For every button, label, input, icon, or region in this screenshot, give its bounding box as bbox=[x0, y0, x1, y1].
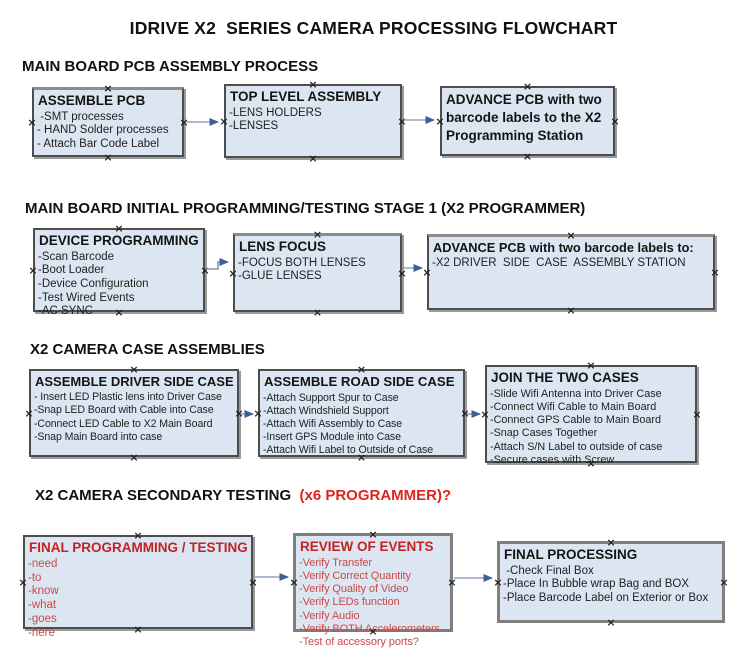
box-item: -Snap LED Board with Cable into Case bbox=[34, 404, 214, 417]
box-item-list: -Verify Transfer-Verify Correct Quantity… bbox=[296, 556, 450, 649]
box-item: -Verify Transfer bbox=[299, 556, 372, 569]
box-header: ADVANCE PCB with two barcode labels to: bbox=[433, 240, 694, 255]
connection-point-marker: × bbox=[308, 151, 318, 165]
box-item-list: -Slide Wifi Antenna into Driver Case-Con… bbox=[487, 387, 695, 467]
box-item: -Place In Bubble wrap Bag and BOX bbox=[503, 578, 690, 591]
page-title: IDRIVE X2 SERIES CAMERA PROCESSING FLOWC… bbox=[129, 18, 618, 38]
box-item: -X2 DRIVER SIDE CASE ASSEMBLY STATION bbox=[432, 256, 686, 269]
connection-point-marker: × bbox=[103, 150, 113, 164]
box-assemble-pcb: ASSEMBLE PCB -SMT processes- HAND Solder… bbox=[27, 82, 188, 164]
box-item: -Verify BOTH Accelerometers bbox=[299, 622, 440, 635]
box-header: FINAL PROCESSING bbox=[504, 547, 638, 562]
flow-arrow bbox=[206, 258, 229, 270]
box-item-list: -X2 DRIVER SIDE CASE ASSEMBLY STATION bbox=[429, 256, 713, 271]
box-item: -Connect LED Cable to X2 Main Board bbox=[34, 417, 213, 430]
box-item: -need bbox=[28, 557, 58, 570]
section-heading-secondary-testing-red: (x6 PROGRAMMER)? bbox=[299, 487, 452, 504]
box-item: -Attach S/N Label to outside of case bbox=[490, 440, 663, 453]
section-heading-secondary-testing-black: X2 CAMERA SECONDARY TESTING bbox=[35, 487, 300, 504]
box-item: -Attach Wifi Label to Outside of Case bbox=[263, 444, 434, 456]
box-item: -Verify Correct Quantity bbox=[299, 570, 411, 583]
box-item: -Connect GPS Cable to Main Board bbox=[490, 414, 662, 427]
box-item: -know bbox=[28, 585, 59, 598]
box-item: -LENS HOLDERS bbox=[229, 106, 322, 119]
box-assemble-driver-side-case: ASSEMBLE DRIVER SIDE CASE - Insert LED P… bbox=[24, 363, 243, 464]
box-lens-focus: LENS FOCUS -FOCUS BOTH LENSES-GLUE LENSE… bbox=[228, 228, 406, 319]
box-item: -here bbox=[28, 626, 55, 639]
box-item: -to bbox=[28, 571, 42, 584]
box-join-the-two-cases: JOIN THE TWO CASES -Slide Wifi Antenna i… bbox=[480, 359, 701, 470]
box-item-list: -FOCUS BOTH LENSES-GLUE LENSES bbox=[235, 256, 400, 284]
box-item: -Attach Wifi Assembly to Case bbox=[263, 417, 402, 430]
box-header: ADVANCE PCB with two barcode labels to t… bbox=[446, 92, 602, 143]
box-item: -Verify LEDs function bbox=[299, 596, 400, 609]
box-item: -Snap Cases Together bbox=[490, 427, 598, 440]
connection-point-marker: × bbox=[566, 303, 576, 317]
box-item: -SMT processes bbox=[37, 110, 124, 123]
box-item: - Attach Bar Code Label bbox=[37, 138, 160, 150]
box-item: -Test of accessory ports? bbox=[299, 636, 419, 648]
box-item: -Boot Loader bbox=[38, 264, 105, 277]
box-item: -Check Final Box bbox=[503, 564, 594, 577]
box-item-list: -need-to-know-what-goes-here bbox=[25, 557, 251, 641]
box-final-processing: FINAL PROCESSING -Check Final Box-Place … bbox=[493, 536, 728, 629]
box-item: -AC SYNC bbox=[38, 305, 93, 318]
box-review-of-events: REVIEW OF EVENTS -Verify Transfer-Verify… bbox=[289, 528, 456, 649]
box-item: -Insert GPS Module into Case bbox=[263, 430, 401, 443]
box-header: TOP LEVEL ASSEMBLY bbox=[230, 89, 382, 104]
box-item: -Verify Quality of Video bbox=[299, 583, 409, 596]
box-item: -goes bbox=[28, 613, 57, 626]
box-header: ASSEMBLE DRIVER SIDE CASE bbox=[35, 374, 234, 389]
box-assemble-road-side-case: ASSEMBLE ROAD SIDE CASE -Attach Support … bbox=[253, 363, 469, 464]
box-item: -Attach Support Spur to Case bbox=[263, 391, 399, 404]
box-item: -Test Wired Events bbox=[38, 291, 135, 304]
box-item: -Secure cases with Screw bbox=[490, 453, 615, 466]
section-heading-case-assemblies: X2 CAMERA CASE ASSEMBLIES bbox=[30, 341, 265, 358]
box-item: - HAND Solder processes bbox=[37, 124, 169, 137]
box-item: -Connect Wifi Cable to Main Board bbox=[490, 401, 657, 414]
connection-point-marker: × bbox=[522, 149, 533, 163]
box-advance-pcb-driver-side: ADVANCE PCB with two barcode labels to: … bbox=[422, 229, 719, 317]
box-item: -Device Configuration bbox=[38, 278, 149, 290]
section-heading-secondary-testing: X2 CAMERA SECONDARY TESTING (x6 PROGRAMM… bbox=[35, 487, 451, 504]
box-item-list: - Insert LED Plastic lens into Driver Ca… bbox=[31, 390, 237, 444]
box-header: ASSEMBLE ROAD SIDE CASE bbox=[264, 374, 455, 389]
box-item: -FOCUS BOTH LENSES bbox=[238, 256, 366, 269]
box-final-programming-testing: FINAL PROGRAMMING / TESTING -need-to-kno… bbox=[18, 529, 257, 639]
box-item-list: -Scan Barcode-Boot Loader-Device Configu… bbox=[35, 250, 203, 319]
box-item: -Attach Windshield Support bbox=[263, 404, 389, 417]
box-item: -Verify Audio bbox=[299, 609, 360, 622]
box-item: -what bbox=[28, 599, 57, 612]
box-item-list: -LENS HOLDERS-LENSES bbox=[226, 106, 400, 134]
connection-point-marker: × bbox=[129, 450, 139, 464]
box-item: - Insert LED Plastic lens into Driver Ca… bbox=[34, 391, 222, 404]
box-item-list: -Attach Support Spur to Case-Attach Wind… bbox=[260, 391, 463, 458]
box-device-programming: DEVICE PROGRAMMING -Scan Barcode-Boot Lo… bbox=[28, 222, 209, 319]
box-item: -LENSES bbox=[229, 120, 279, 133]
box-top-level-assembly: TOP LEVEL ASSEMBLY -LENS HOLDERS-LENSES … bbox=[219, 78, 406, 165]
box-item: -Snap Main Board into case bbox=[34, 430, 163, 443]
box-advance-pcb-programming-station: ADVANCE PCB with two barcode labels to t… bbox=[435, 80, 619, 163]
box-item: -GLUE LENSES bbox=[238, 270, 322, 283]
box-item: -Slide Wifi Antenna into Driver Case bbox=[490, 387, 662, 400]
box-item-list: -Check Final Box-Place In Bubble wrap Ba… bbox=[500, 564, 722, 606]
box-header: FINAL PROGRAMMING / TESTING bbox=[29, 540, 248, 555]
section-heading-initial-programming: MAIN BOARD INITIAL PROGRAMMING/TESTING S… bbox=[25, 200, 586, 217]
connection-point-marker: × bbox=[312, 305, 323, 319]
box-header: REVIEW OF EVENTS bbox=[300, 539, 434, 554]
box-item-list: -SMT processes- HAND Solder processes- A… bbox=[34, 110, 182, 152]
box-header: DEVICE PROGRAMMING bbox=[39, 233, 199, 248]
box-header: LENS FOCUS bbox=[239, 239, 327, 254]
connection-point-marker: × bbox=[606, 615, 616, 629]
section-heading-pcb-assembly: MAIN BOARD PCB ASSEMBLY PROCESS bbox=[22, 58, 319, 75]
box-item: -Place Barcode Label on Exterior or Box bbox=[503, 592, 709, 604]
box-header: ASSEMBLE PCB bbox=[38, 93, 146, 108]
box-item: -Scan Barcode bbox=[38, 250, 115, 263]
box-header: JOIN THE TWO CASES bbox=[491, 370, 639, 385]
